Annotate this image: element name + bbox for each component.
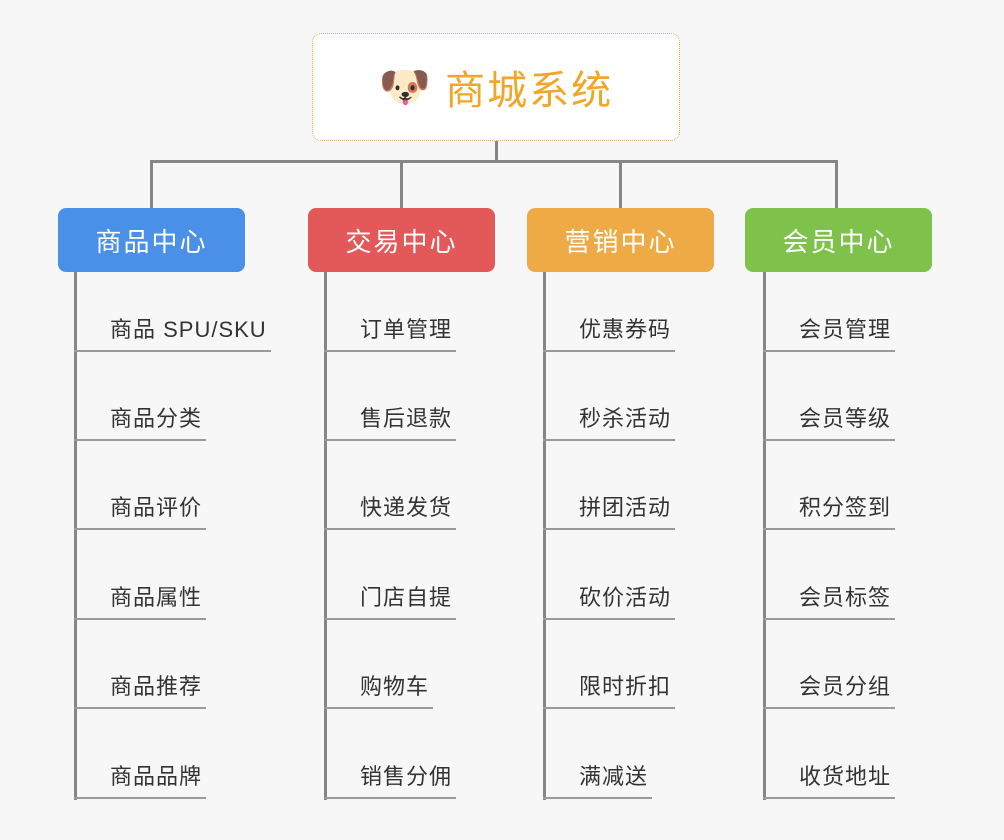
- leaf-label: 商品 SPU/SKU: [110, 317, 267, 342]
- leaf-label: 商品品牌: [110, 764, 203, 789]
- leaf-label: 会员标签: [799, 585, 892, 610]
- leaf-label: 销售分佣: [360, 764, 453, 789]
- leaf-trunk-line: [74, 272, 77, 800]
- leaf-label: 积分签到: [799, 495, 892, 520]
- leaf-label: 拼团活动: [579, 495, 672, 520]
- category-label: 营销中心: [564, 226, 677, 257]
- leaf-item[interactable]: 商品 SPU/SKU: [74, 272, 271, 352]
- category-box-product-center[interactable]: 商品中心: [58, 208, 245, 272]
- leaf-item[interactable]: 商品分类: [74, 361, 207, 441]
- category-box-member-center[interactable]: 会员中心: [745, 208, 932, 272]
- leaf-label: 售后退款: [360, 406, 453, 431]
- category-label: 交易中心: [345, 226, 458, 257]
- root-node[interactable]: 🐶 商城系统: [312, 33, 680, 141]
- leaf-item[interactable]: 购物车: [324, 629, 434, 709]
- leaf-label: 会员等级: [799, 406, 892, 431]
- leaf-label: 商品评价: [110, 495, 203, 520]
- leaf-item[interactable]: 会员标签: [763, 540, 896, 620]
- category-label: 会员中心: [782, 226, 895, 257]
- leaf-item[interactable]: 订单管理: [324, 272, 457, 352]
- leaf-label: 快递发货: [360, 495, 453, 520]
- leaf-label: 会员分组: [799, 674, 892, 699]
- leaf-item[interactable]: 商品推荐: [74, 629, 207, 709]
- leaf-label: 秒杀活动: [579, 406, 672, 431]
- leaf-item[interactable]: 满减送: [543, 719, 653, 799]
- leaf-label: 砍价活动: [579, 585, 672, 610]
- dog-face-icon: 🐶: [378, 62, 432, 111]
- leaf-item[interactable]: 快递发货: [324, 450, 457, 530]
- leaf-label: 购物车: [360, 674, 430, 699]
- leaf-label: 商品推荐: [110, 674, 203, 699]
- leaf-label: 门店自提: [360, 585, 453, 610]
- leaf-item[interactable]: 会员分组: [763, 629, 896, 709]
- leaf-item[interactable]: 门店自提: [324, 540, 457, 620]
- leaf-trunk-line: [763, 272, 766, 800]
- leaf-label: 商品分类: [110, 406, 203, 431]
- root-title: 商城系统: [445, 69, 614, 113]
- leaf-item[interactable]: 售后退款: [324, 361, 457, 441]
- leaf-item[interactable]: 拼团活动: [543, 450, 676, 530]
- leaf-label: 商品属性: [110, 585, 203, 610]
- leaf-label: 订单管理: [360, 317, 453, 342]
- branch-drop-line-3: [619, 160, 622, 208]
- leaf-item[interactable]: 商品属性: [74, 540, 207, 620]
- leaf-item[interactable]: 限时折扣: [543, 629, 676, 709]
- leaf-item[interactable]: 积分签到: [763, 450, 896, 530]
- leaf-label: 限时折扣: [579, 674, 672, 699]
- leaf-trunk-line: [324, 272, 327, 800]
- leaf-item[interactable]: 商品品牌: [74, 719, 207, 799]
- horizontal-bus-line: [150, 160, 838, 163]
- leaf-item[interactable]: 收货地址: [763, 719, 896, 799]
- branch-drop-line-4: [835, 160, 838, 208]
- category-label: 商品中心: [95, 226, 208, 257]
- leaf-item[interactable]: 销售分佣: [324, 719, 457, 799]
- category-box-marketing-center[interactable]: 营销中心: [527, 208, 714, 272]
- leaf-label: 收货地址: [799, 764, 892, 789]
- leaf-label: 优惠券码: [579, 317, 672, 342]
- leaf-item[interactable]: 秒杀活动: [543, 361, 676, 441]
- leaf-trunk-line: [543, 272, 546, 800]
- root-stem-line: [495, 141, 498, 162]
- leaf-label: 满减送: [579, 764, 649, 789]
- leaf-label: 会员管理: [799, 317, 892, 342]
- leaf-item[interactable]: 会员等级: [763, 361, 896, 441]
- leaf-item[interactable]: 商品评价: [74, 450, 207, 530]
- leaf-item[interactable]: 优惠券码: [543, 272, 676, 352]
- category-box-trade-center[interactable]: 交易中心: [308, 208, 495, 272]
- leaf-item[interactable]: 砍价活动: [543, 540, 676, 620]
- leaf-item[interactable]: 会员管理: [763, 272, 896, 352]
- branch-drop-line-2: [400, 160, 403, 208]
- branch-drop-line-1: [150, 160, 153, 208]
